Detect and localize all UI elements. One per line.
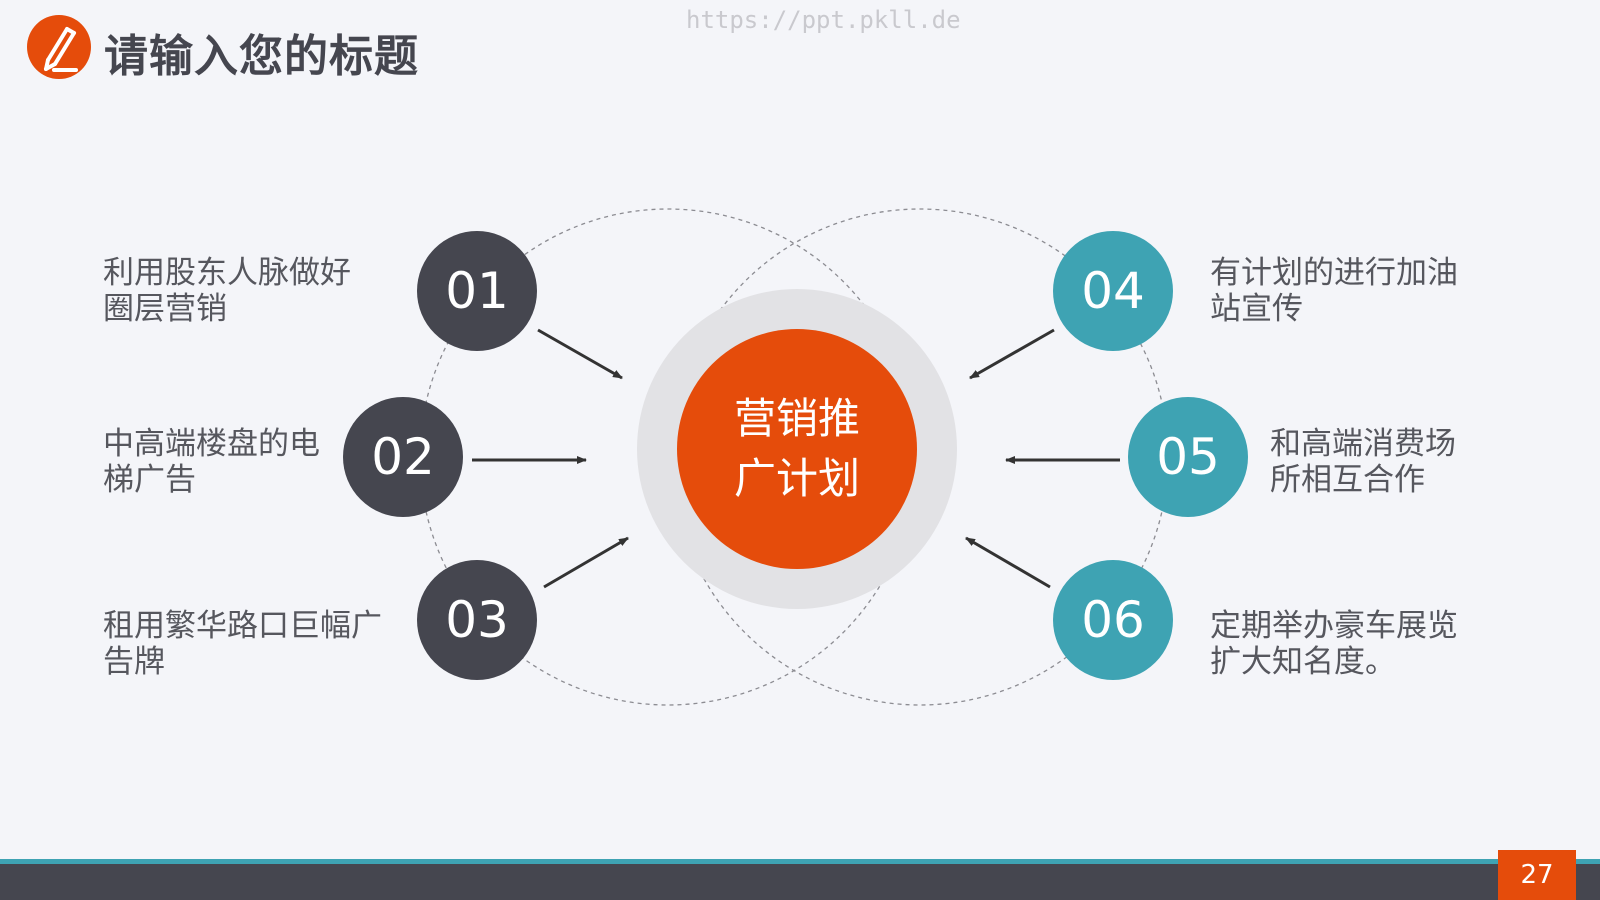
arrow-03 xyxy=(543,536,629,589)
item-01-text: 利用股东人脉做好 圈层营销 xyxy=(103,255,393,327)
item-03-text: 租用繁华路口巨幅广 告牌 xyxy=(103,608,393,680)
item-06-line1: 定期举办豪车展览 xyxy=(1210,608,1458,644)
item-03-line1: 租用繁华路口巨幅广 xyxy=(103,608,382,644)
item-05-text: 和高端消费场 所相互合作 xyxy=(1270,426,1560,498)
item-04-line1: 有计划的进行加油 xyxy=(1210,255,1458,291)
arrow-01 xyxy=(537,328,623,380)
center-label-line1: 营销推 xyxy=(733,394,860,443)
item-02-text: 中高端楼盘的电 梯广告 xyxy=(103,426,393,498)
badge-04: 04 xyxy=(1053,231,1173,351)
item-06-line2: 扩大知名度。 xyxy=(1210,644,1396,680)
item-02-line2: 梯广告 xyxy=(103,462,196,498)
item-05-line1: 和高端消费场 xyxy=(1270,426,1456,462)
footer-accent-line xyxy=(0,859,1600,864)
pencil-icon xyxy=(27,15,91,79)
item-06-text: 定期举办豪车展览 扩大知名度。 xyxy=(1210,608,1500,680)
item-04-line2: 站宣传 xyxy=(1210,291,1303,327)
badge-05: 05 xyxy=(1128,397,1248,517)
footer-bar xyxy=(0,864,1600,900)
center-label-line2: 广计划 xyxy=(733,454,860,503)
badge-03: 03 xyxy=(417,560,537,680)
item-04-text: 有计划的进行加油 站宣传 xyxy=(1210,255,1500,327)
arrow-04 xyxy=(969,328,1055,380)
badge-02: 02 xyxy=(343,397,463,517)
item-03-line2: 告牌 xyxy=(103,644,165,680)
badge-06: 06 xyxy=(1053,560,1173,680)
page-number: 27 xyxy=(1498,850,1576,900)
badge-01: 01 xyxy=(417,231,537,351)
center-circle: 营销推 广计划 xyxy=(677,329,917,569)
arrow-06 xyxy=(965,536,1051,589)
item-05-line2: 所相互合作 xyxy=(1270,462,1425,498)
watermark: https://ppt.pkll.de xyxy=(686,6,961,34)
item-01-line1: 利用股东人脉做好 xyxy=(103,255,351,291)
item-01-line2: 圈层营销 xyxy=(103,291,227,327)
page-title: 请输入您的标题 xyxy=(104,31,419,82)
item-02-line1: 中高端楼盘的电 xyxy=(103,426,320,462)
